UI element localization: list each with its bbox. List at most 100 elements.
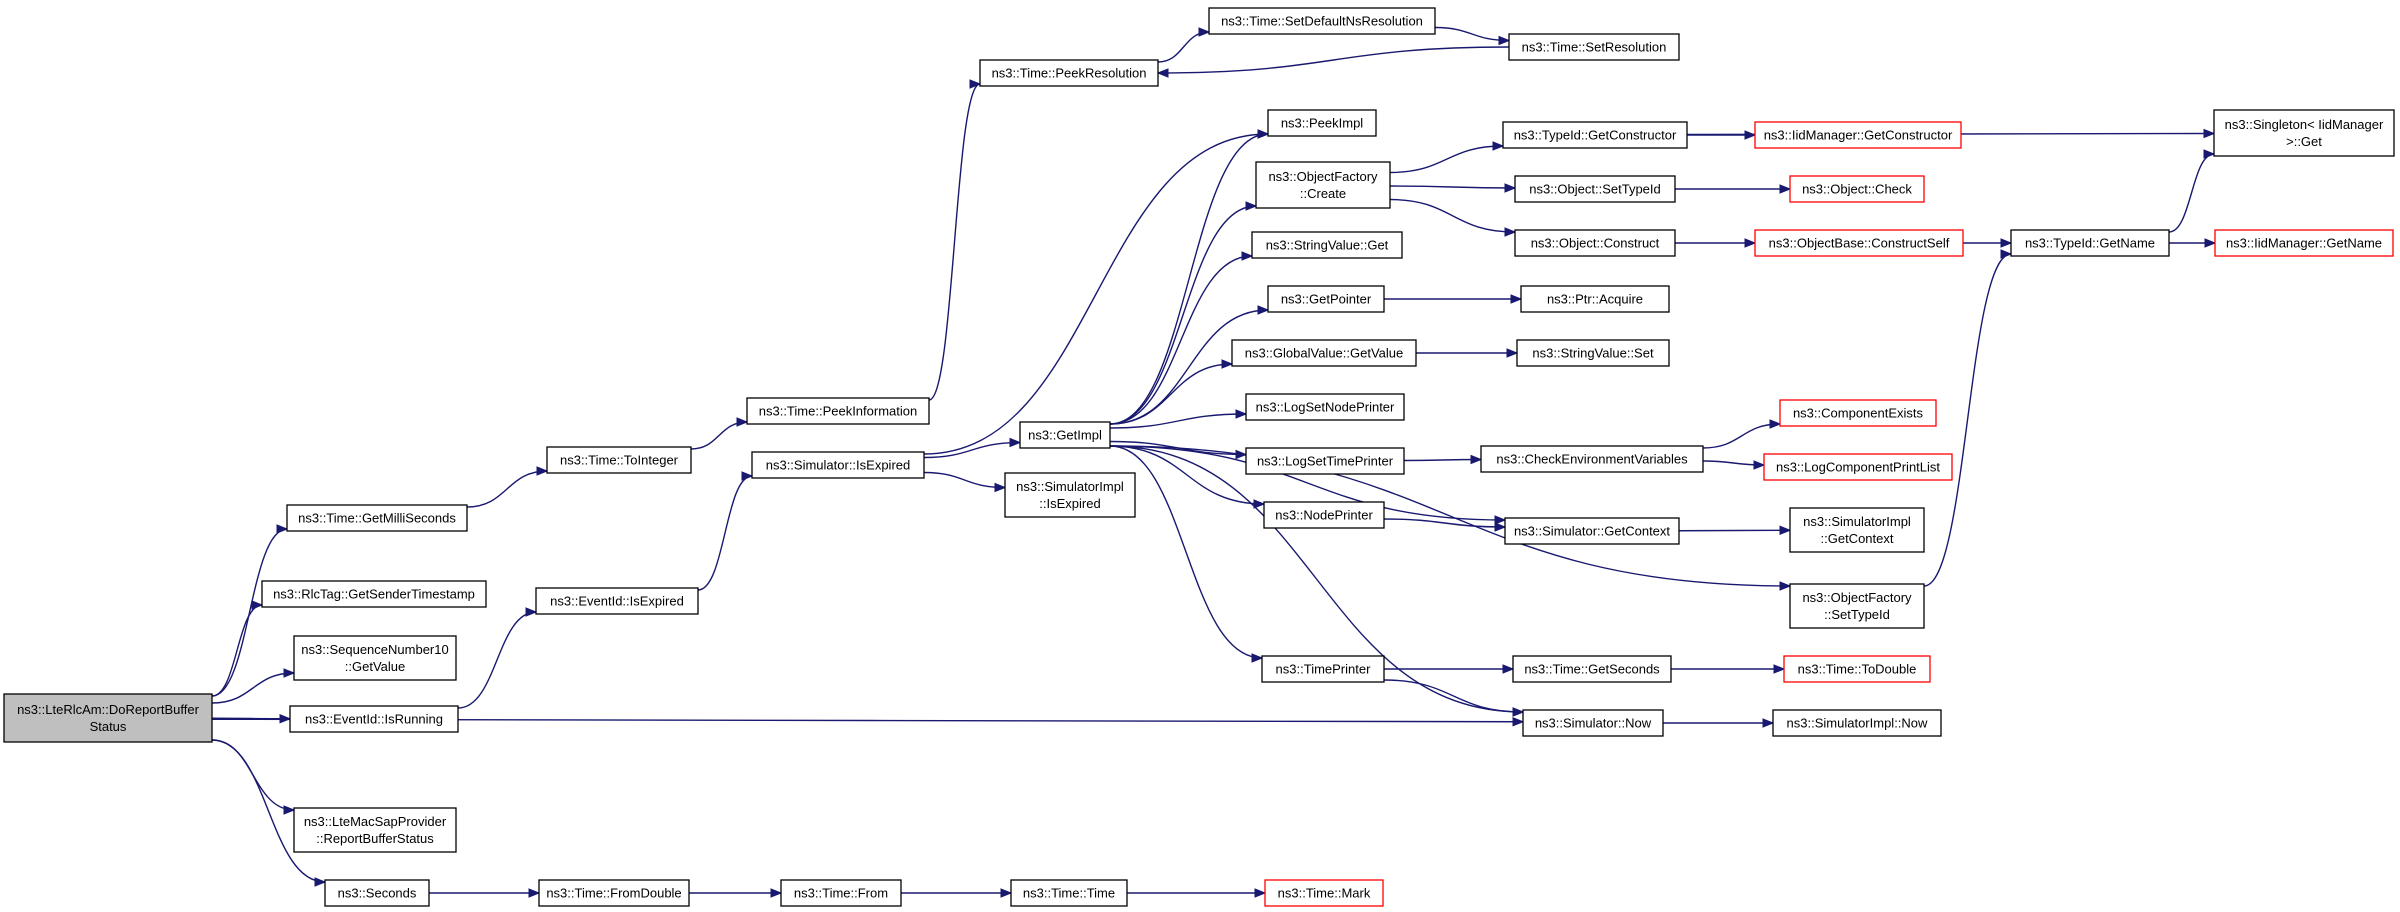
node-box [1267,285,1385,313]
function-node-fromdouble[interactable]: ns3::Time::FromDouble [538,879,690,907]
function-node-iidname[interactable]: ns3::IidManager::GetName [2214,229,2394,257]
node-label: ns3::Time::SetResolution [1522,40,1667,55]
node-box [1263,501,1385,529]
function-node-objsettid[interactable]: ns3::Object::SetTypeId [1514,175,1676,203]
edge-line [211,718,1524,723]
call-edge [1156,46,1510,78]
node-label: ns3::Time::SetDefaultNsResolution [1221,14,1423,29]
edge-arrowhead [2203,128,2216,139]
function-node-setres[interactable]: ns3::Time::SetResolution [1508,33,1680,61]
node-box [1245,447,1405,475]
call-edge [1109,445,1264,663]
function-node-tidname[interactable]: ns3::TypeId::GetName [2010,229,2170,257]
call-edge [1675,238,1757,248]
edges-layer [211,26,2217,898]
edge-line [457,611,537,709]
function-node-tidgetctor[interactable]: ns3::TypeId::GetConstructor [1502,121,1688,149]
call-edge [1109,445,1507,525]
call-edge [1702,419,1782,449]
function-node-toint[interactable]: ns3::Time::ToInteger [546,446,692,474]
call-edge [1687,130,1757,140]
function-node-getimpl[interactable]: ns3::GetImpl [1019,421,1111,449]
function-node-evexp[interactable]: ns3::EventId::IsExpired [535,587,699,615]
function-node-getms[interactable]: ns3::Time::GetMilliSeconds [286,504,468,532]
function-node-objcheck[interactable]: ns3::Object::Check [1789,175,1925,203]
edge-arrowhead [1241,251,1254,261]
node-box [746,397,930,425]
node-box [1019,421,1111,449]
function-node-timefrom[interactable]: ns3::Time::From [780,879,902,907]
function-node-singleton[interactable]: ns3::Singleton< IidManager>::Get [2213,109,2395,157]
edge-arrowhead [536,466,549,476]
node-label: ns3::Time::Mark [1278,886,1371,901]
function-node-checkenv[interactable]: ns3::CheckEnvironmentVariables [1480,445,1704,473]
function-node-peekinfo[interactable]: ns3::Time::PeekInformation [746,397,930,425]
function-node-getptr[interactable]: ns3::GetPointer [1267,285,1385,313]
edge-arrowhead [1470,454,1483,465]
edge-arrowhead [2203,149,2216,159]
function-node-strset[interactable]: ns3::StringValue::Set [1516,339,1670,367]
function-node-nodeprinter[interactable]: ns3::NodePrinter [1263,501,1385,529]
call-edge [1389,141,1505,174]
function-node-getsec[interactable]: ns3::Time::GetSeconds [1512,655,1672,683]
function-node-seconds[interactable]: ns3::Seconds [324,879,430,907]
node-box [1789,507,1925,553]
node-box [1772,709,1942,737]
function-node-logtime[interactable]: ns3::LogSetTimePrinter [1245,447,1405,475]
node-box [1789,583,1925,629]
function-node-objfcreate[interactable]: ns3::ObjectFactory::Create [1255,161,1391,209]
function-node-simimplexp[interactable]: ns3::SimulatorImpl::IsExpired [1004,472,1136,518]
edge-arrowhead [1494,522,1507,532]
function-node-objfsettid[interactable]: ns3::ObjectFactory::SetTypeId [1789,583,1925,629]
function-node-iidgetctor[interactable]: ns3::IidManager::GetConstructor [1754,121,1962,149]
node-label: ::Create [1300,186,1346,201]
function-node-timetime[interactable]: ns3::Time::Time [1010,879,1128,907]
node-label: ::IsExpired [1039,496,1100,511]
function-node-simexp[interactable]: ns3::Simulator::IsExpired [751,451,925,479]
call-edge [466,466,549,508]
call-edge [1383,518,1507,532]
function-node-logcomplist[interactable]: ns3::LogComponentPrintList [1763,453,1953,481]
node-label: ::ReportBufferStatus [316,831,434,846]
call-edge [1383,679,1525,717]
function-node-simimplctx[interactable]: ns3::SimulatorImpl::GetContext [1789,507,1925,553]
function-node-peekres[interactable]: ns3::Time::PeekResolution [979,59,1159,87]
edge-line [211,739,326,883]
function-node-compexists[interactable]: ns3::ComponentExists [1779,399,1937,427]
edge-arrowhead [969,79,982,89]
node-box [1480,445,1704,473]
edge-arrowhead [2204,238,2217,248]
node-box [289,705,459,733]
function-node-simnow[interactable]: ns3::Simulator::Now [1522,709,1664,737]
node-box [2214,229,2394,257]
function-node-strget[interactable]: ns3::StringValue::Get [1251,231,1403,259]
function-node-lognode[interactable]: ns3::LogSetNodePrinter [1245,393,1405,421]
function-node-simimplnow[interactable]: ns3::SimulatorImpl::Now [1772,709,1942,737]
node-label: ns3::Time::Time [1023,886,1115,901]
function-node-rlctag[interactable]: ns3::RlcTag::GetSenderTimestamp [261,580,487,608]
function-node-objconstruct[interactable]: ns3::Object::Construct [1514,229,1676,257]
function-node-gvget[interactable]: ns3::GlobalValue::GetValue [1231,339,1417,367]
node-box [1508,33,1680,61]
call-edge [1389,183,1517,193]
edge-arrowhead [1492,141,1505,151]
edge-line [1109,445,1263,659]
node-label: ns3::GetImpl [1028,428,1102,443]
node-label: ns3::GlobalValue::GetValue [1245,346,1404,361]
function-node-setdef[interactable]: ns3::Time::SetDefaultNsResolution [1208,7,1436,35]
call-edge [1384,664,1515,674]
function-node-peekimpl[interactable]: ns3::PeekImpl [1267,109,1377,137]
node-label: ns3::IidManager::GetName [2226,236,2382,251]
function-node-timemark[interactable]: ns3::Time::Mark [1264,879,1384,907]
function-node-todouble[interactable]: ns3::Time::ToDouble [1783,655,1931,683]
function-node-objbase[interactable]: ns3::ObjectBase::ConstructSelf [1754,229,1964,257]
function-node-ltemac[interactable]: ns3::LteMacSapProvider::ReportBufferStat… [293,807,457,853]
function-node-simctx[interactable]: ns3::Simulator::GetContext [1504,517,1680,545]
function-node-ptracq[interactable]: ns3::Ptr::Acquire [1520,285,1670,313]
function-node-seqnum[interactable]: ns3::SequenceNumber10::GetValue [293,635,457,681]
function-node-timeprinter[interactable]: ns3::TimePrinter [1261,655,1385,683]
function-node-evrun[interactable]: ns3::EventId::IsRunning [289,705,459,733]
edge-line [2168,153,2215,233]
edge-line [1702,423,1781,449]
